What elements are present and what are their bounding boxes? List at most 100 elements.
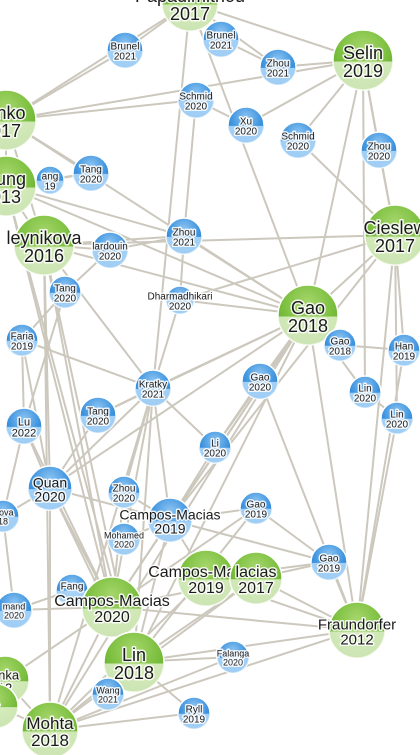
node-plate (148, 521, 192, 543)
node-author-label: Dharmadhikari (147, 292, 212, 303)
node-plate (329, 631, 385, 658)
node-plate (82, 608, 142, 638)
node-author-label: Zhou (267, 59, 290, 70)
edge-ciesl-dharmadhikari (179, 234, 396, 301)
node-author-label: Han (395, 342, 413, 353)
node-plate (36, 180, 64, 195)
node-plate (135, 388, 171, 407)
node-ciesl[interactable]: Cieslew2017 (362, 204, 420, 266)
node-author-label: onka (0, 667, 20, 682)
node-year-label: 2020 (169, 302, 192, 313)
node-papadimitriou[interactable]: Papadimitriou2017 (133, 0, 247, 32)
edge-enko-schmid1 (5, 99, 197, 121)
node-author-label: Papadimitriou (135, 0, 245, 6)
node-year-label: 2020 (185, 102, 208, 113)
node-plate (166, 300, 194, 314)
edge-ciesl-fraundorfer (356, 234, 396, 631)
node-author-label: Campos-Macias (119, 506, 220, 522)
node-year-label: 2019 (343, 61, 383, 81)
node-author-label: ang (42, 172, 59, 183)
node-year-label: 2020 (114, 540, 134, 550)
node-author-label: Kratky (139, 380, 167, 391)
node-enko[interactable]: enko017 (0, 89, 37, 151)
node-author-label: Gao (331, 337, 350, 348)
node-year-label: 2021 (114, 52, 137, 63)
node-year-label: 2018 (114, 663, 154, 683)
node-a-left[interactable]: a (0, 683, 19, 729)
node-plate (203, 39, 239, 58)
node-year-label: 2020 (287, 142, 310, 153)
edge-lu-tang-c (23, 291, 66, 427)
node-year-label: 2020 (34, 488, 65, 504)
node-year-label: 013 (0, 187, 21, 207)
node-author-label: Tang (87, 407, 109, 418)
node-plate (230, 579, 282, 604)
node-plate (107, 50, 143, 68)
node-author-label: Lin (122, 645, 146, 665)
node-nung[interactable]: nung013 (0, 155, 37, 217)
node-author-label: Gao (251, 373, 270, 384)
node-year-label: 017 (0, 121, 21, 141)
node-author-label: Schmid (179, 92, 212, 103)
node-author-label: Tang (54, 284, 76, 295)
node-plate (0, 516, 19, 532)
node-year-label: 2021 (267, 69, 290, 80)
node-year-label: 2020 (94, 609, 130, 626)
node-plate (217, 657, 249, 673)
node-year-label: 2021 (142, 390, 165, 401)
node-plate (311, 562, 347, 580)
node-plate (92, 694, 124, 710)
node-fang[interactable]: Fang (55, 573, 89, 607)
node-plate (199, 447, 231, 463)
edge-oleynikova-quan (43, 244, 51, 489)
node-ikova[interactable]: ikova18 (0, 499, 20, 533)
node-plate (365, 236, 420, 265)
edge-schmid1-zhou-c (183, 99, 197, 237)
node-plate (108, 492, 140, 508)
node-author-label: Brunel (111, 42, 140, 53)
node-author-label: Tang (80, 165, 102, 176)
